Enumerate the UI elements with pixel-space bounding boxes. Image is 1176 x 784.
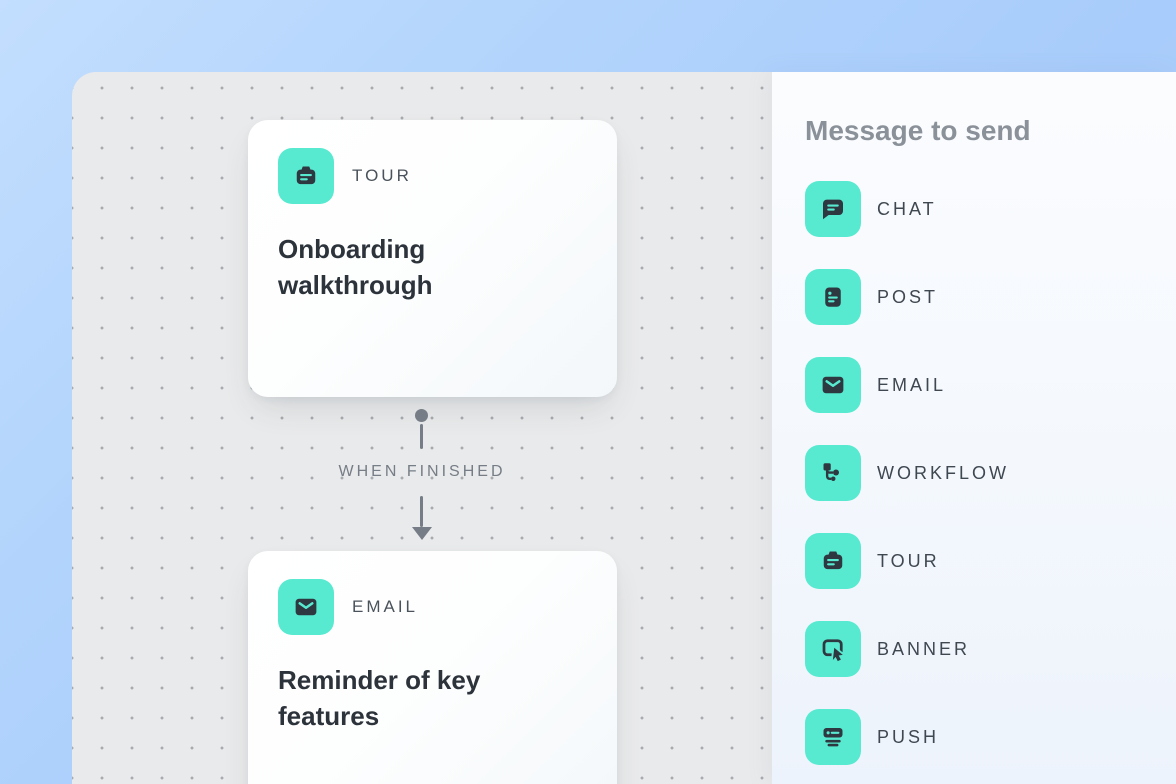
email-icon	[278, 579, 334, 635]
message-type-label: TOUR	[877, 550, 940, 571]
chat-icon	[805, 181, 861, 237]
message-type-label: CHAT	[877, 198, 937, 219]
message-type-banner[interactable]: BANNER	[805, 621, 1176, 677]
workflow-icon	[805, 445, 861, 501]
message-type-list: CHAT POST EMAIL WORKFLOW	[805, 181, 1176, 765]
node-header: TOUR	[278, 148, 587, 204]
node-type-label: EMAIL	[352, 597, 419, 616]
connector-line-top	[420, 424, 423, 449]
message-type-push[interactable]: PUSH	[805, 709, 1176, 765]
message-type-label: WORKFLOW	[877, 462, 1009, 483]
email-icon	[805, 357, 861, 413]
node-type-label: TOUR	[352, 166, 412, 185]
banner-icon	[805, 621, 861, 677]
tour-icon	[278, 148, 334, 204]
connector-arrowhead-icon	[412, 527, 432, 540]
message-type-email[interactable]: EMAIL	[805, 357, 1176, 413]
workflow-node-tour[interactable]: TOUR Onboarding walkthrough	[248, 120, 617, 397]
node-title: Onboarding walkthrough	[278, 234, 433, 300]
message-type-label: POST	[877, 286, 939, 307]
post-icon	[805, 269, 861, 325]
connector-start-dot	[415, 409, 428, 422]
push-icon	[805, 709, 861, 765]
message-type-label: BANNER	[877, 638, 971, 659]
message-type-label: PUSH	[877, 726, 940, 747]
node-title: Reminder of key features	[278, 665, 481, 731]
connector-condition-label: WHEN FINISHED	[338, 463, 506, 480]
message-type-panel: Message to send CHAT POST EMAIL	[772, 72, 1176, 784]
message-type-label: EMAIL	[877, 374, 947, 395]
message-type-workflow[interactable]: WORKFLOW	[805, 445, 1176, 501]
panel-heading: Message to send	[805, 115, 1031, 146]
message-type-chat[interactable]: CHAT	[805, 181, 1176, 237]
connector-line-bottom	[420, 496, 423, 527]
node-header: EMAIL	[278, 579, 587, 635]
workflow-node-email[interactable]: EMAIL Reminder of key features	[248, 551, 617, 784]
tour-icon	[805, 533, 861, 589]
message-type-tour[interactable]: TOUR	[805, 533, 1176, 589]
message-type-post[interactable]: POST	[805, 269, 1176, 325]
